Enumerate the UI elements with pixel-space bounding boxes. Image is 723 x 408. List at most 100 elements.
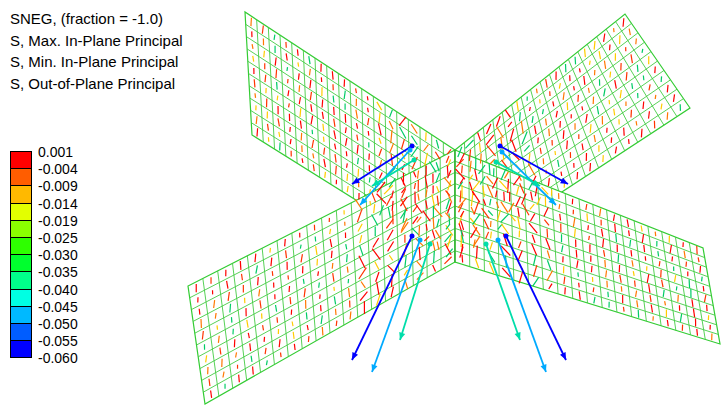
stress-tick [314, 225, 315, 231]
stress-tick [546, 229, 548, 238]
arrow-base [412, 158, 417, 163]
stress-tick [377, 282, 379, 295]
stress-tick [357, 169, 359, 177]
stress-tick [522, 131, 527, 144]
stress-tick [276, 317, 278, 322]
stress-tick [334, 119, 335, 127]
stress-tick [547, 251, 549, 259]
stress-tick [225, 270, 226, 276]
stress-tick [594, 70, 595, 75]
stress-tick [601, 229, 602, 237]
stress-tick [696, 329, 698, 336]
stress-tick [304, 288, 305, 297]
stress-tick [329, 218, 330, 222]
stress-tick [617, 244, 618, 252]
stress-tick [285, 42, 287, 48]
stress-tick [575, 240, 576, 247]
stress-tick [706, 305, 708, 311]
stress-tick [336, 321, 338, 326]
stress-tick [487, 145, 496, 156]
stress-tick [652, 316, 654, 320]
stress-tick [659, 261, 661, 266]
stress-tick [600, 220, 601, 226]
stress-tick [424, 145, 429, 151]
stress-tick [448, 159, 451, 166]
stress-tick [701, 277, 703, 282]
stress-tick [349, 301, 350, 308]
stress-tick [258, 289, 260, 296]
stress-tick [202, 331, 203, 340]
stress-tick [629, 29, 630, 36]
stress-tick [372, 192, 376, 202]
stress-tick [278, 118, 279, 126]
stress-tick [570, 152, 571, 158]
stress-tick [461, 166, 463, 174]
stress-tick [584, 76, 585, 85]
stress-tick [320, 64, 321, 72]
stress-tick [435, 230, 440, 239]
stress-tick [486, 232, 489, 239]
stress-tick [207, 367, 209, 374]
stress-tick [573, 210, 574, 214]
stress-tick [656, 241, 657, 247]
mesh-line [455, 195, 710, 287]
stress-tick [250, 18, 252, 26]
stress-tick [679, 305, 680, 310]
stress-tick [238, 375, 240, 383]
stress-tick [360, 235, 362, 243]
legend-value: -0.019 [38, 214, 78, 228]
stress-tick [322, 112, 323, 119]
stress-tick [537, 197, 540, 205]
stress-tick [305, 300, 306, 309]
stress-tick [448, 213, 450, 224]
stress-tick [604, 61, 605, 69]
stress-tick [391, 130, 392, 143]
stress-tick [361, 282, 365, 288]
stress-tick [388, 207, 390, 217]
stress-tick [379, 149, 382, 156]
mesh-line [455, 161, 705, 257]
stress-tick [313, 164, 315, 171]
stress-tick [461, 244, 463, 251]
stress-tick [301, 145, 303, 152]
stress-tick [418, 226, 420, 237]
stress-tick [478, 133, 481, 141]
stress-tick [633, 271, 635, 276]
stress-tick [270, 258, 272, 267]
stress-tick [412, 157, 417, 169]
arrow-base [410, 234, 415, 239]
legend-swatch [10, 185, 32, 203]
stress-tick [629, 240, 631, 247]
stress-tick [497, 210, 500, 222]
stress-tick [359, 256, 365, 268]
stress-tick [574, 229, 576, 237]
stress-tick [556, 111, 557, 117]
stress-tick [374, 204, 375, 213]
stress-tick [578, 134, 579, 139]
stress-tick [221, 359, 223, 367]
stress-tick [275, 69, 277, 78]
stress-tick [378, 113, 380, 123]
stress-arrow [500, 146, 568, 184]
stress-tick [252, 56, 254, 62]
stress-tick [215, 313, 217, 319]
stress-tick [299, 108, 301, 117]
stress-tick [699, 266, 701, 273]
stress-tick [615, 53, 616, 61]
stress-tick [560, 172, 562, 176]
stress-tick [546, 238, 550, 249]
stress-tick [291, 310, 293, 315]
mesh-line [202, 240, 455, 381]
mesh-line [455, 33, 638, 173]
stress-tick [709, 325, 710, 330]
stress-tick [471, 207, 474, 214]
mesh-line [455, 206, 712, 296]
stress-tick [293, 332, 295, 339]
stress-tick [558, 160, 559, 167]
legend-value: -0.025 [38, 231, 78, 245]
stress-tick [357, 145, 359, 154]
stress-tick [643, 245, 645, 252]
stress-tick [312, 140, 314, 148]
stress-tick [390, 110, 393, 117]
stress-tick [311, 116, 313, 125]
